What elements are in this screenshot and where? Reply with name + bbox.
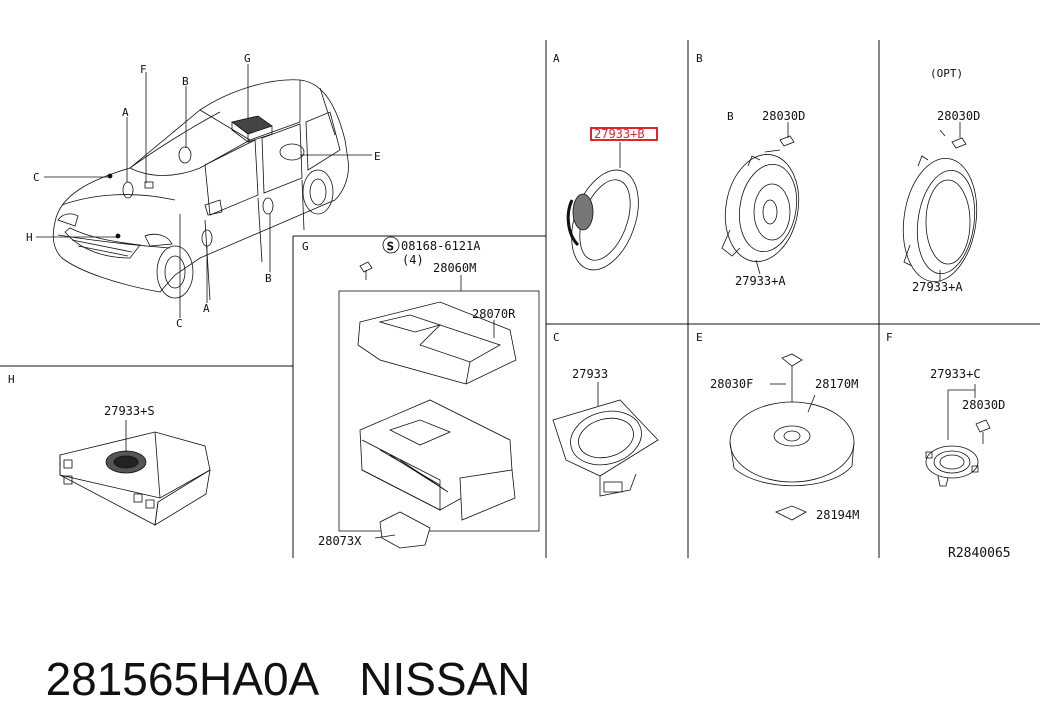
section-g-amp-label: 28060M bbox=[433, 261, 476, 275]
car-callout-c2: C bbox=[176, 317, 183, 330]
section-g-letter: G bbox=[302, 240, 309, 253]
amplifier-assembly bbox=[338, 275, 540, 549]
section-g-bracket2-label: 28073X bbox=[318, 534, 362, 548]
car-illustration bbox=[36, 64, 372, 318]
section-f-letter: F bbox=[886, 331, 893, 344]
section-b-screw-ref: B bbox=[727, 110, 734, 123]
woofer-e bbox=[729, 353, 855, 521]
section-b-speaker-label: 27933+A bbox=[735, 274, 786, 288]
car-callout-b1: B bbox=[182, 75, 189, 88]
car-callout-e: E bbox=[374, 150, 381, 163]
section-h-part-label: 27933+S bbox=[104, 404, 155, 418]
car-callout-h: H bbox=[26, 231, 33, 244]
car-callout-f: F bbox=[140, 63, 147, 76]
section-f-part-label: 27933+C bbox=[930, 367, 981, 381]
section-a-part-label: 27933+B bbox=[594, 127, 645, 141]
section-e-nut-label: 28030F bbox=[710, 377, 753, 391]
reference-code: R2840065 bbox=[948, 546, 1011, 561]
grid-lines bbox=[0, 40, 1040, 558]
door-speaker-a bbox=[566, 142, 639, 271]
car-callout-a1: A bbox=[122, 106, 129, 119]
section-b-letter: B bbox=[696, 52, 703, 65]
section-b-screw-label: 28030D bbox=[762, 109, 805, 123]
tweeter-f bbox=[925, 384, 991, 487]
section-opt-screw-label: 28030D bbox=[937, 109, 980, 123]
part-number: 281565HA0A bbox=[45, 653, 320, 705]
section-opt-label: (OPT) bbox=[930, 67, 963, 80]
section-h-letter: H bbox=[8, 373, 15, 386]
svg-text:S: S bbox=[387, 240, 394, 253]
screw-icon-opt bbox=[939, 122, 967, 149]
car-callout-c1: C bbox=[33, 171, 40, 184]
section-f-screw-label: 28030D bbox=[962, 398, 1005, 412]
section-opt-speaker-label: 27933+A bbox=[912, 280, 963, 294]
dash-speaker-c bbox=[552, 382, 659, 497]
section-g-qty-label: (4) bbox=[402, 253, 424, 267]
section-g-bolt-label: 08168-6121A bbox=[401, 239, 481, 253]
section-a-letter: A bbox=[553, 52, 560, 65]
door-speaker-b bbox=[721, 154, 800, 275]
section-c-part-label: 27933 bbox=[572, 367, 608, 381]
car-callout-g: G bbox=[244, 52, 251, 65]
section-e-letter: E bbox=[696, 331, 703, 344]
section-e-woofer-label: 28170M bbox=[815, 377, 858, 391]
section-g-bracket-label: 28070R bbox=[472, 307, 516, 321]
section-c-letter: C bbox=[553, 331, 560, 344]
parts-diagram: F B G A E C H B A C H 27933+S G S 08168-… bbox=[0, 40, 1040, 561]
part-footer: 281565HA0A NISSAN bbox=[20, 598, 531, 706]
car-callout-a2: A bbox=[203, 302, 210, 315]
car-callout-b2: B bbox=[265, 272, 272, 285]
screw-icon bbox=[764, 122, 795, 153]
door-speaker-opt bbox=[902, 155, 978, 283]
section-a-highlight bbox=[590, 127, 658, 141]
section-e-washer-label: 28194M bbox=[816, 508, 859, 522]
brand-name: NISSAN bbox=[359, 653, 531, 705]
bolt-icon: S bbox=[359, 236, 400, 280]
subwoofer-box bbox=[59, 420, 211, 526]
